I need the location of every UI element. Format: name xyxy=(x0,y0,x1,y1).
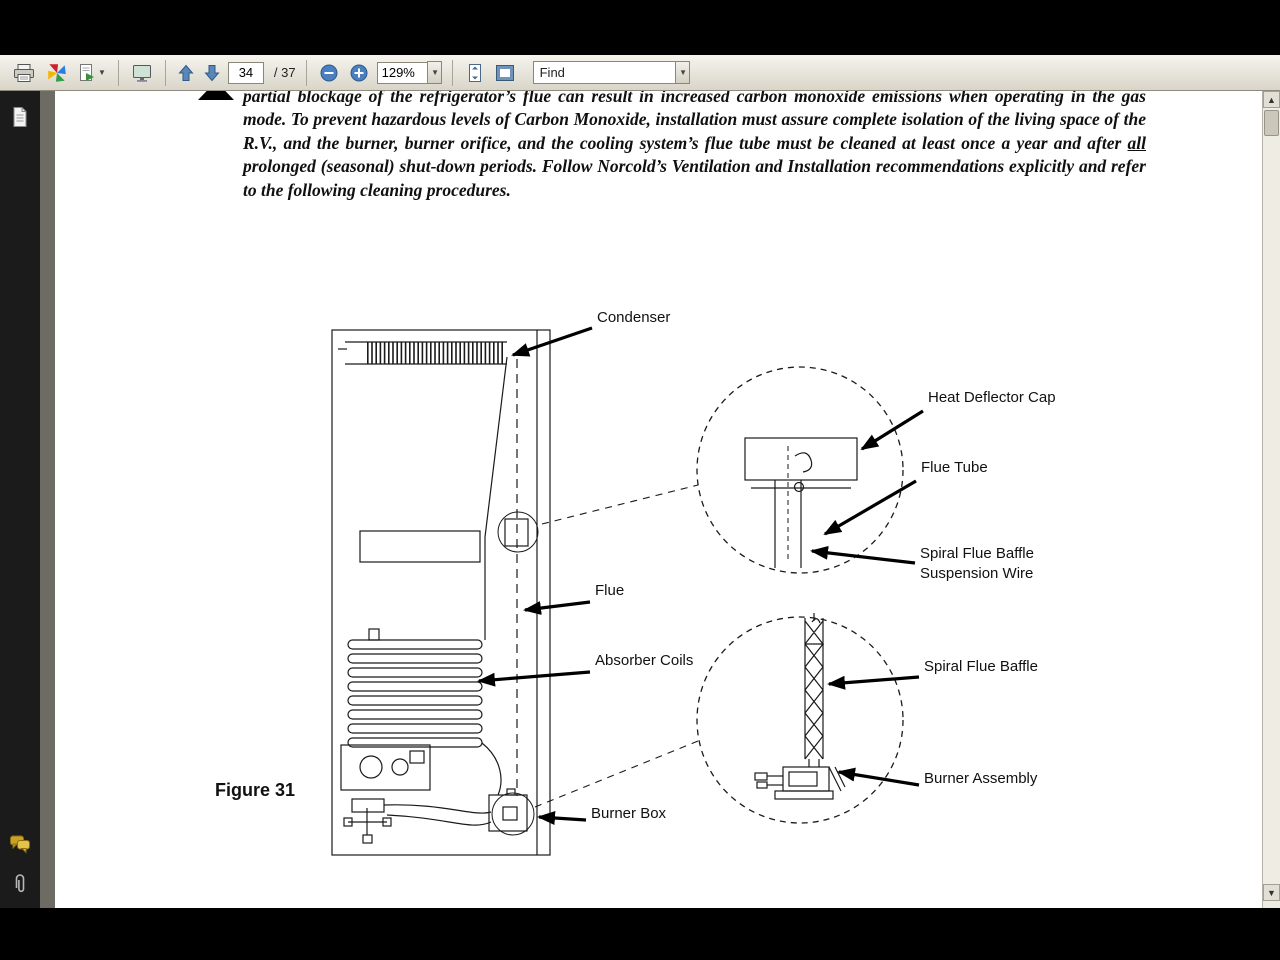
heat-deflector-detail-drawing xyxy=(696,366,904,574)
gas-valve-drawing xyxy=(340,744,431,844)
zoom-control: ▼ xyxy=(376,61,442,84)
zoom-out-icon xyxy=(320,64,338,81)
document-viewport[interactable]: partial blockage of the refrigerator’s f… xyxy=(40,91,1262,908)
zoom-in-button[interactable] xyxy=(347,58,371,88)
paragraph-part2: prolonged (seasonal) shut-down periods. … xyxy=(243,156,1146,200)
export-button[interactable]: ▼ xyxy=(76,58,108,88)
warning-triangle-icon xyxy=(198,91,234,100)
export-document-icon xyxy=(80,63,94,81)
toolbar-separator xyxy=(451,59,453,86)
label-spiral-flue-baffle: Spiral Flue Baffle xyxy=(924,658,1038,675)
collaborate-button[interactable] xyxy=(44,58,70,88)
scroll-down-icon: ▼ xyxy=(1267,887,1276,898)
attachments-panel-button[interactable] xyxy=(7,871,33,897)
label-flue-tube: Flue Tube xyxy=(921,459,988,476)
pdf-page: partial blockage of the refrigerator’s f… xyxy=(55,91,1262,908)
label-absorber-coils: Absorber Coils xyxy=(595,652,693,669)
find-control: ▼ xyxy=(532,61,690,84)
toolbar-separator xyxy=(117,59,119,86)
top-letterbox xyxy=(0,0,1280,55)
zoom-caret-icon: ▼ xyxy=(431,67,440,77)
print-button[interactable] xyxy=(10,58,38,88)
page-number-input[interactable] xyxy=(227,61,264,84)
figure-31-diagram: Condenser Heat Deflector Cap Flue Tube S… xyxy=(215,309,1056,856)
comments-panel-button[interactable] xyxy=(7,831,33,857)
zoom-in-icon xyxy=(350,64,368,81)
page-down-arrow-icon xyxy=(204,64,220,81)
pages-thumbnail-icon xyxy=(13,107,27,127)
label-suspension-wire-line2: Suspension Wire xyxy=(920,565,1033,582)
next-page-button[interactable] xyxy=(202,58,222,88)
burner-box-drawing xyxy=(488,788,535,836)
page-up-arrow-icon xyxy=(178,64,194,81)
absorber-coils-drawing xyxy=(347,628,483,748)
zoom-level-input[interactable] xyxy=(376,61,427,84)
bottom-letterbox xyxy=(0,908,1280,960)
paragraph-underlined-word: all xyxy=(1127,132,1146,153)
label-suspension-wire-line1: Spiral Flue Baffle xyxy=(920,545,1034,562)
zoom-dropdown-button[interactable]: ▼ xyxy=(426,61,442,84)
comments-bubbles-icon xyxy=(10,835,30,854)
screen-share-button[interactable] xyxy=(129,58,155,88)
zoom-out-button[interactable] xyxy=(317,58,341,88)
scrollbar-thumb[interactable] xyxy=(1264,110,1279,136)
toolbar-separator xyxy=(305,59,307,86)
scroll-mode-button[interactable] xyxy=(463,58,487,88)
label-condenser: Condenser xyxy=(597,309,670,326)
page-total-label: / 37 xyxy=(273,65,296,80)
navigation-panel-strip xyxy=(0,91,40,908)
paragraph-part1: partial blockage of the refrigerator’s f… xyxy=(243,91,1146,153)
vertical-scrollbar[interactable]: ▲ ▼ xyxy=(1262,91,1280,908)
scrollbar-up-button[interactable]: ▲ xyxy=(1263,91,1280,108)
scrolling-pages-icon xyxy=(468,63,481,82)
find-dropdown-button[interactable]: ▼ xyxy=(674,61,690,84)
label-heat-deflector-cap: Heat Deflector Cap xyxy=(928,389,1056,406)
scroll-up-icon: ▲ xyxy=(1267,94,1276,105)
label-burner-box: Burner Box xyxy=(591,805,667,822)
pdf-toolbar: ▼ / 37 xyxy=(0,55,1280,91)
previous-page-button[interactable] xyxy=(176,58,196,88)
find-caret-icon: ▼ xyxy=(679,67,688,77)
collaborate-pinwheel-icon xyxy=(48,63,66,82)
body-paragraph: partial blockage of the refrigerator’s f… xyxy=(243,91,1146,202)
paperclip-icon xyxy=(15,874,25,893)
fullscreen-icon xyxy=(495,64,514,81)
printer-icon xyxy=(14,63,34,82)
refrigerator-unit-drawing xyxy=(331,329,551,856)
main-area: partial blockage of the refrigerator’s f… xyxy=(0,91,1280,908)
export-caret-icon: ▼ xyxy=(98,67,106,77)
scrollbar-down-button[interactable]: ▼ xyxy=(1263,884,1280,901)
monitor-icon xyxy=(132,64,151,82)
fullscreen-mode-button[interactable] xyxy=(493,58,517,88)
burner-assembly-detail-drawing xyxy=(696,613,904,824)
toolbar-separator xyxy=(164,59,166,86)
label-flue: Flue xyxy=(595,582,624,599)
pages-panel-button[interactable] xyxy=(7,104,33,130)
label-burner-assembly: Burner Assembly xyxy=(924,770,1038,787)
find-input[interactable] xyxy=(532,61,675,84)
figure-caption: Figure 31 xyxy=(215,780,295,800)
